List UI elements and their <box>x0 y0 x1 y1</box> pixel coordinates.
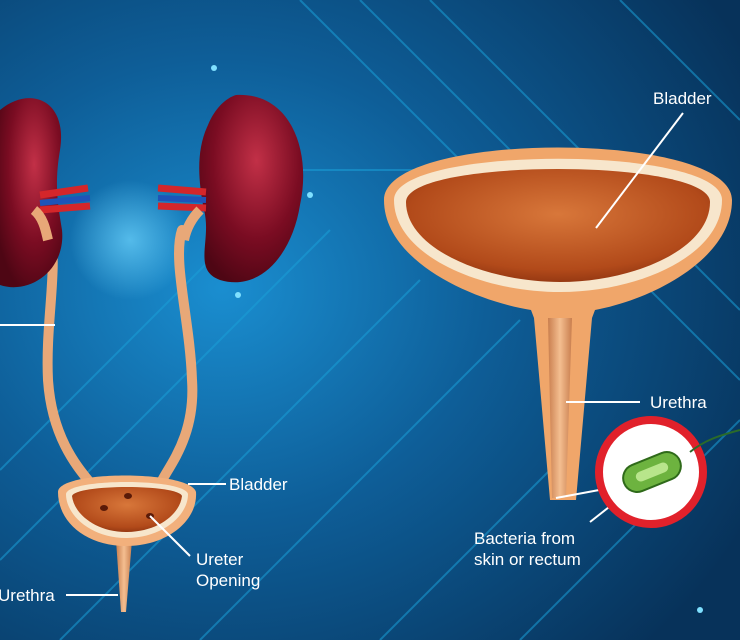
label-ureter-opening-line-1: Ureter <box>196 549 260 570</box>
label-urethra-small: Urethra <box>0 585 55 606</box>
label-bladder-small: Bladder <box>229 474 288 495</box>
label-bacteria-line-2: skin or rectum <box>474 549 581 570</box>
label-urethra-large: Urethra <box>650 392 707 413</box>
label-bladder-large: Bladder <box>653 88 712 109</box>
label-ureter-opening: Ureter Opening <box>196 549 260 591</box>
label-bacteria: Bacteria from skin or rectum <box>474 528 581 570</box>
label-bacteria-line-1: Bacteria from <box>474 528 581 549</box>
label-ureter-opening-line-2: Opening <box>196 570 260 591</box>
